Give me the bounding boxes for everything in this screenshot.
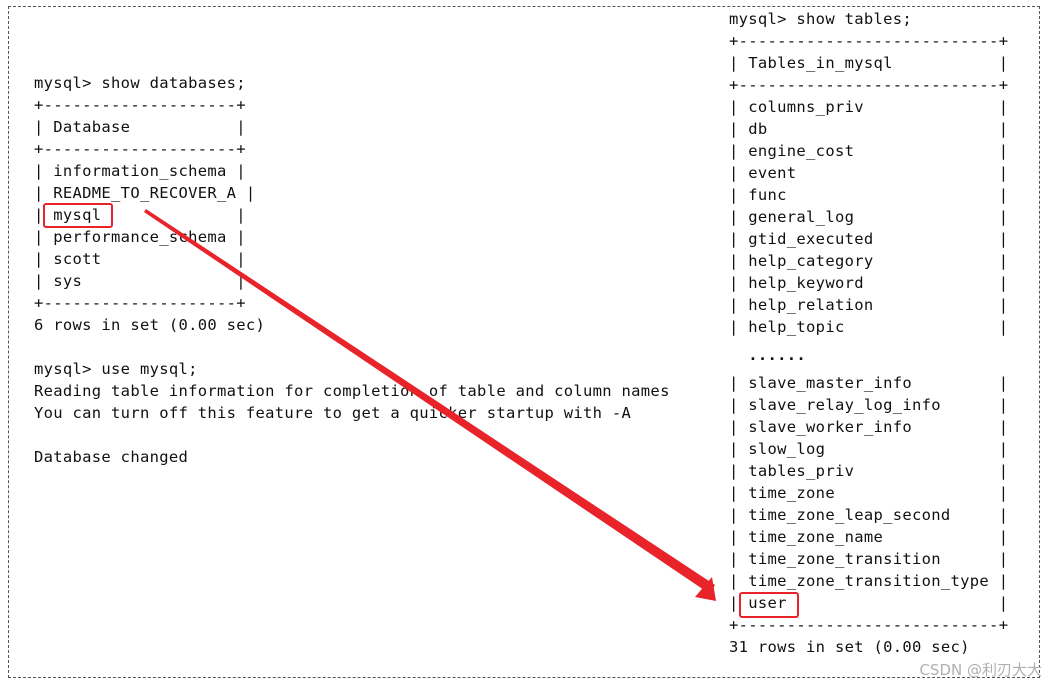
annotation-arrow-shaft	[144, 209, 715, 594]
terminal-line: 31 rows in set (0.00 sec)	[729, 638, 970, 656]
terminal-line: | time_zone_transition |	[729, 550, 1009, 568]
terminal-line: | help_relation |	[729, 296, 1009, 314]
terminal-line: | db |	[729, 120, 1009, 138]
terminal-line: +---------------------------+	[729, 616, 1009, 634]
terminal-line: | func |	[729, 186, 1009, 204]
terminal-line: | sys |	[34, 272, 246, 290]
csdn-watermark: CSDN @利刃大大	[919, 661, 1042, 679]
terminal-line: | Database |	[34, 118, 246, 136]
terminal-line: | help_category |	[729, 252, 1009, 270]
terminal-line: | scott |	[34, 250, 246, 268]
terminal-line: | slave_worker_info |	[729, 418, 1009, 436]
terminal-line: | event |	[729, 164, 1009, 182]
terminal-line: | user |	[729, 594, 1009, 612]
user-table-highlight	[739, 592, 799, 618]
terminal-line: | performance_schema |	[34, 228, 246, 246]
terminal-line: | slave_relay_log_info |	[729, 396, 1009, 414]
terminal-line: You can turn off this feature to get a q…	[34, 404, 632, 422]
terminal-line: | time_zone_transition_type |	[729, 572, 1009, 590]
mysql-database-highlight	[43, 203, 113, 228]
terminal-line: mysql> show databases;	[34, 74, 246, 92]
terminal-line: | gtid_executed |	[729, 230, 1009, 248]
terminal-line: +--------------------+	[34, 96, 246, 114]
terminal-line: | information_schema |	[34, 162, 246, 180]
left-terminal-output: mysql> show databases; +-----------------…	[34, 72, 670, 468]
terminal-line: | help_keyword |	[729, 274, 1009, 292]
terminal-line: +--------------------+	[34, 140, 246, 158]
terminal-line: | Tables_in_mysql |	[729, 54, 1009, 72]
terminal-line: mysql> use mysql;	[34, 360, 198, 378]
terminal-line: +---------------------------+	[729, 32, 1009, 50]
terminal-line: | slow_log |	[729, 440, 1009, 458]
terminal-line: | README_TO_RECOVER_A |	[34, 184, 256, 202]
table-list-ellipsis: ......	[729, 346, 807, 364]
terminal-line: | time_zone_name |	[729, 528, 1009, 546]
annotation-arrowhead	[695, 577, 716, 601]
terminal-line: +--------------------+	[34, 294, 246, 312]
terminal-line: Reading table information for completion…	[34, 382, 670, 400]
right-terminal-output-bottom: | slave_master_info | | slave_relay_log_i…	[729, 372, 1008, 658]
terminal-line: | mysql |	[34, 206, 246, 224]
terminal-line: | columns_priv |	[729, 98, 1009, 116]
right-terminal-output-top: mysql> show tables; +--------------------…	[729, 8, 1008, 338]
terminal-line: | slave_master_info |	[729, 374, 1009, 392]
terminal-line: mysql> show tables;	[729, 10, 913, 28]
terminal-line: | tables_priv |	[729, 462, 1009, 480]
terminal-line: +---------------------------+	[729, 76, 1009, 94]
terminal-line: 6 rows in set (0.00 sec)	[34, 316, 266, 334]
terminal-line: | engine_cost |	[729, 142, 1009, 160]
terminal-frame	[8, 6, 1040, 678]
terminal-line: | help_topic |	[729, 318, 1009, 336]
terminal-line: | time_zone_leap_second |	[729, 506, 1009, 524]
terminal-line: | general_log |	[729, 208, 1009, 226]
terminal-line: | time_zone |	[729, 484, 1009, 502]
terminal-line: Database changed	[34, 448, 189, 466]
